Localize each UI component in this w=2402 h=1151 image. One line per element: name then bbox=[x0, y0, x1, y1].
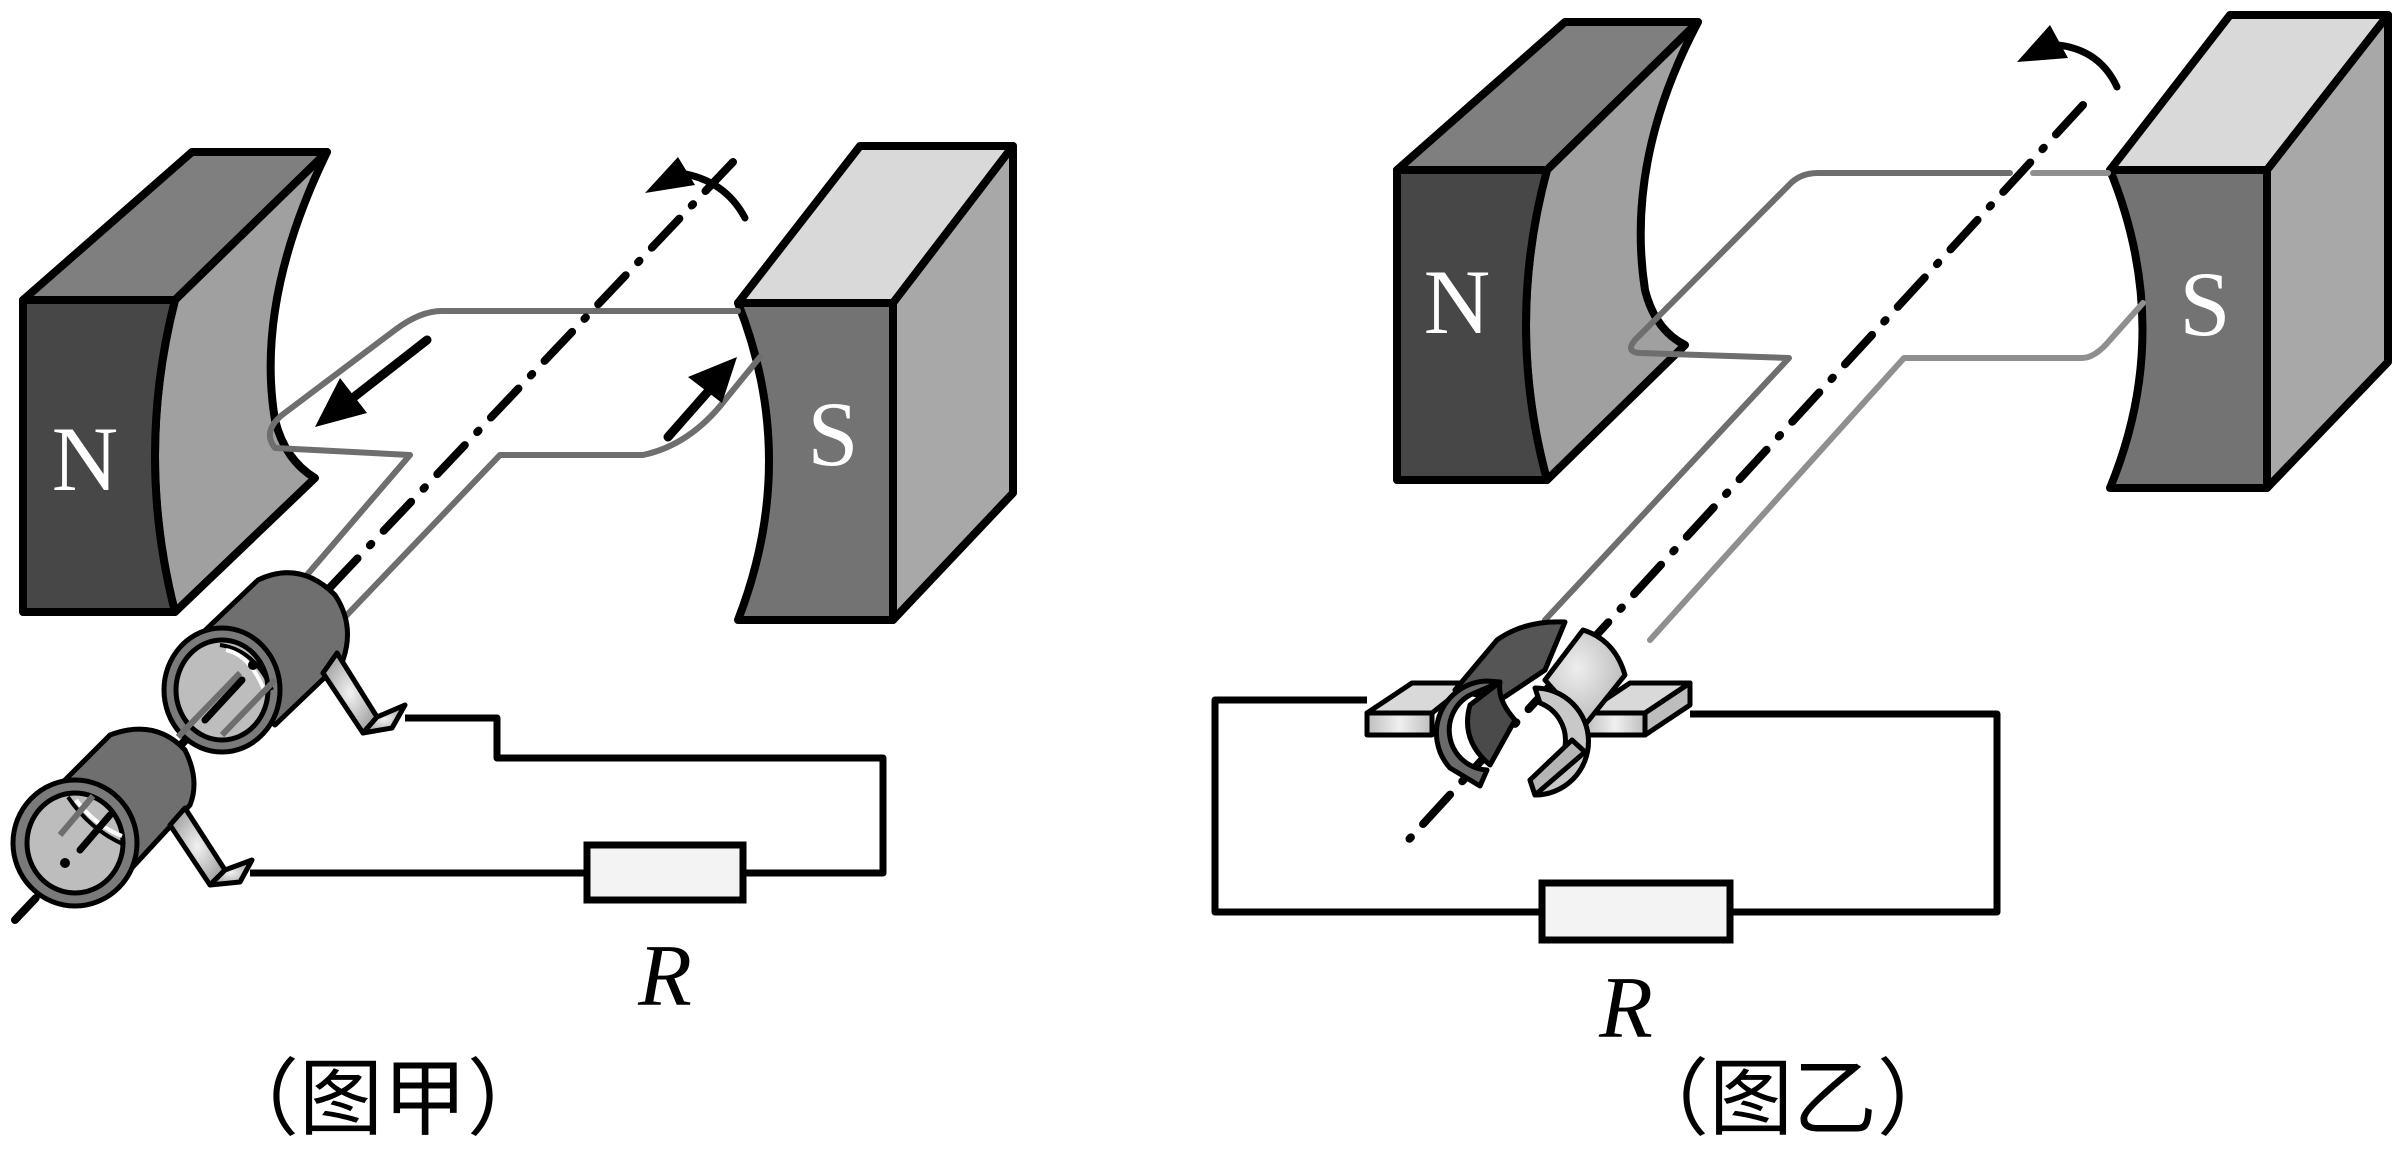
circuit-wire-left bbox=[1211, 696, 1542, 916]
arrowhead-icon bbox=[688, 357, 737, 403]
figure-left: N S bbox=[10, 142, 1017, 1148]
coil-loop bbox=[266, 308, 763, 620]
south-pole-label: S bbox=[2179, 253, 2230, 355]
brush-right bbox=[1582, 680, 1693, 738]
north-magnet: N bbox=[1393, 18, 1702, 484]
current-arrow-near bbox=[315, 335, 432, 427]
north-magnet-front bbox=[1393, 166, 1551, 484]
resistor bbox=[1538, 879, 1734, 944]
south-magnet: S bbox=[734, 142, 1017, 624]
coil-wire-near bbox=[1542, 170, 2013, 623]
north-pole-label: N bbox=[52, 408, 118, 510]
slip-ring-lower bbox=[10, 726, 197, 909]
figure-caption: （图乙） bbox=[1625, 1050, 1961, 1148]
resistor-label: R bbox=[637, 928, 692, 1025]
coil-loop bbox=[1542, 170, 2146, 643]
brush-lower bbox=[167, 805, 255, 888]
figure-caption: （图甲） bbox=[215, 1050, 551, 1148]
north-magnet-front bbox=[19, 296, 179, 616]
brush-upper bbox=[320, 650, 408, 736]
coil-wire-far bbox=[342, 354, 763, 620]
circuit-wire-upper bbox=[405, 714, 887, 877]
current-arrow-far bbox=[663, 357, 737, 442]
south-magnet-front bbox=[2106, 166, 2271, 492]
south-magnet: S bbox=[2106, 11, 2392, 492]
north-magnet: N bbox=[19, 148, 331, 616]
circuit-wire-right bbox=[1690, 710, 2001, 916]
split-ring-commutator bbox=[1434, 619, 1628, 798]
rotation-arrow-icon bbox=[645, 157, 749, 222]
coil-wire-far bbox=[1647, 300, 2146, 643]
resistor bbox=[583, 841, 747, 904]
south-pole-label: S bbox=[807, 383, 858, 485]
slip-ring-upper bbox=[161, 570, 350, 755]
south-magnet-front bbox=[734, 299, 897, 624]
arrowhead-icon bbox=[315, 378, 367, 427]
coil-wire-near bbox=[266, 308, 741, 586]
north-pole-label: N bbox=[1424, 251, 1490, 353]
rotation-arrow-icon bbox=[2017, 25, 2121, 91]
resistor-label: R bbox=[1598, 960, 1653, 1057]
figure-right: N S bbox=[1211, 11, 2392, 1148]
